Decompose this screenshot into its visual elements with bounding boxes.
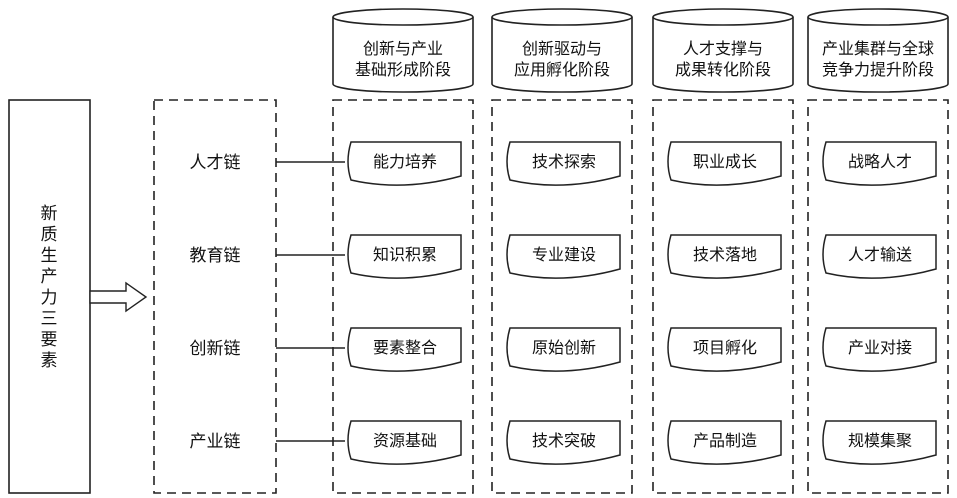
stage-title: 创新与产业 <box>363 39 443 58</box>
stage-item-label: 专业建设 <box>532 245 596 264</box>
stage-item-label: 原始创新 <box>532 338 596 357</box>
stage-item-box <box>667 141 782 186</box>
stage-dashed-box <box>491 99 633 494</box>
chain-label: 人才链 <box>190 153 241 173</box>
stage-cylinder-top <box>491 8 633 26</box>
stage-dashed-box <box>332 99 474 494</box>
stage-title: 基础形成阶段 <box>355 60 451 79</box>
stage-title: 应用孵化阶段 <box>514 60 610 79</box>
stage-cylinder <box>807 17 949 93</box>
stage-cylinder <box>652 17 794 93</box>
chain-label: 创新链 <box>190 339 241 359</box>
stage-dashed-box <box>652 99 794 494</box>
stage-item-label: 技术探索 <box>532 152 596 171</box>
chains-box <box>153 99 277 494</box>
stage-item-label: 产品制造 <box>693 431 757 450</box>
stage-item-label: 技术突破 <box>532 431 596 450</box>
stage-item-label: 产业对接 <box>848 338 912 357</box>
stage-item-label: 资源基础 <box>373 431 437 450</box>
stage-cylinder-top <box>652 8 794 26</box>
stage-title: 产业集群与全球 <box>822 39 934 58</box>
stage-item-box <box>506 234 621 279</box>
stage-item-box <box>822 327 937 372</box>
stage-cylinder <box>491 17 633 93</box>
stage-item-label: 知识积累 <box>373 245 437 264</box>
stage-item-box <box>506 141 621 186</box>
stage-item-box <box>347 141 462 186</box>
stage-item-box <box>347 327 462 372</box>
stage-item-box <box>506 327 621 372</box>
stage-title: 人才支撑与 <box>683 39 763 58</box>
stage-item-label: 人才输送 <box>848 245 912 264</box>
stage-item-label: 战略人才 <box>848 152 912 171</box>
chain-label: 教育链 <box>190 246 241 266</box>
stage-cylinder-top <box>332 8 474 26</box>
stage-item-label: 能力培养 <box>373 152 437 171</box>
stage-item-box <box>506 420 621 465</box>
stage-title: 创新驱动与 <box>522 39 602 58</box>
stage-dashed-box <box>807 99 949 494</box>
factor-box-label: 新质生产力三要素 <box>41 204 58 371</box>
stage-title: 竞争力提升阶段 <box>822 60 934 79</box>
stage-item-box <box>822 420 937 465</box>
stage-cylinder-top <box>807 8 949 26</box>
stage-item-label: 要素整合 <box>373 338 437 357</box>
stage-title: 成果转化阶段 <box>675 60 771 79</box>
hollow-arrow-icon <box>89 281 148 313</box>
stage-cylinder <box>332 17 474 93</box>
stage-item-box <box>347 234 462 279</box>
stage-item-label: 技术落地 <box>693 245 757 264</box>
stage-item-box <box>667 234 782 279</box>
stage-item-box <box>667 420 782 465</box>
stage-item-box <box>347 420 462 465</box>
chain-label: 产业链 <box>190 432 241 452</box>
stage-item-label: 规模集聚 <box>848 431 912 450</box>
stage-item-box <box>822 141 937 186</box>
stage-item-box <box>822 234 937 279</box>
stage-item-label: 职业成长 <box>693 152 757 171</box>
stage-item-label: 项目孵化 <box>693 338 757 357</box>
stage-item-box <box>667 327 782 372</box>
